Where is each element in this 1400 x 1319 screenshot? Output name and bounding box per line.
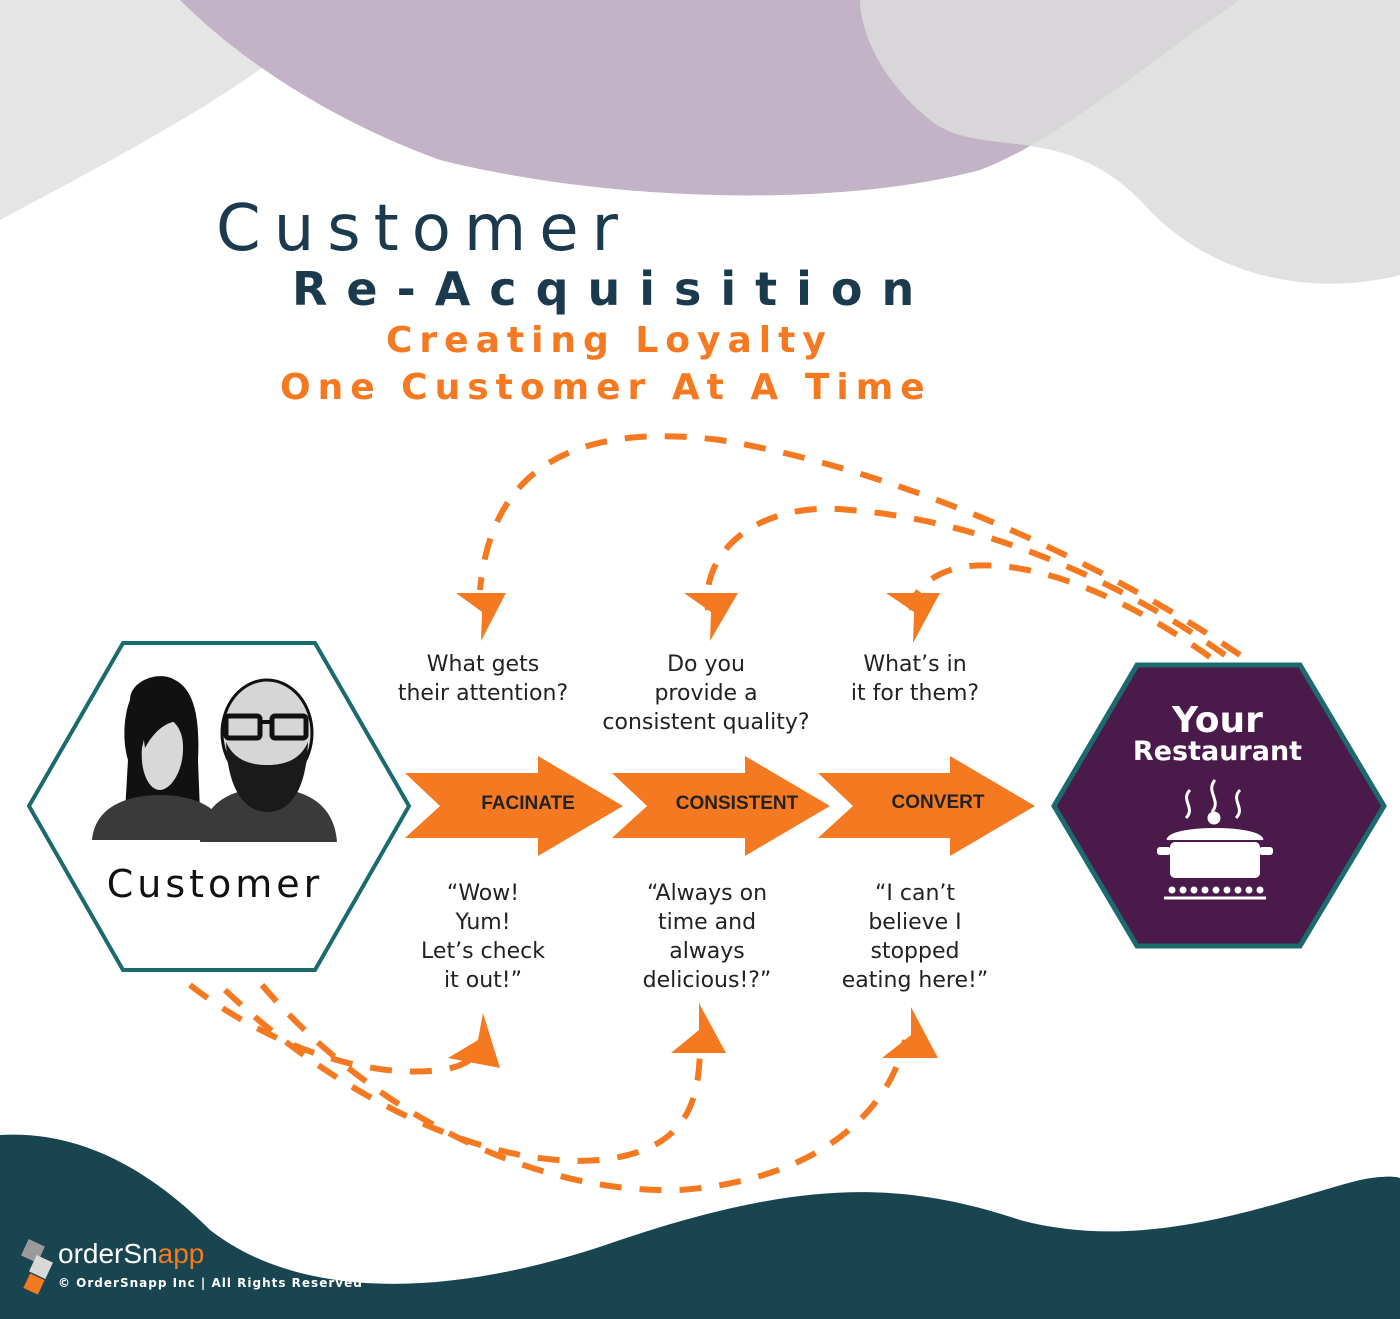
footer-wave (0, 1134, 1400, 1319)
step-label-facinate: FACINATE (481, 793, 575, 814)
return-path-to-facinate (477, 433, 1242, 658)
arrowhead-down-3 (886, 593, 940, 643)
arrowhead-down-1 (456, 593, 506, 641)
couple-avatar-icon (92, 676, 337, 842)
step-arrow-convert (818, 756, 1035, 856)
burner-flames-icon (1168, 886, 1264, 894)
restaurant-label-line-1: Your (1172, 700, 1263, 741)
title-line-1: Customer (216, 192, 631, 266)
step-arrow-facinate (405, 756, 623, 856)
brand-prefix: orderSn (58, 1238, 158, 1269)
path-to-wow (188, 982, 485, 1075)
arrowhead-up-2 (671, 1003, 726, 1053)
ordersnapp-logo (21, 1239, 53, 1295)
restaurant-label-line-2: Restaurant (1132, 736, 1303, 767)
arrowhead-up-3 (882, 1007, 938, 1058)
copyright: © OrderSnapp Inc | All Rights Reserved (58, 1276, 363, 1290)
subtitle-line-2: One Customer At A Time (280, 367, 932, 408)
path-to-always (222, 987, 703, 1164)
path-to-believe (259, 983, 908, 1194)
arrowhead-down-2 (684, 593, 738, 641)
step-label-consistent: CONSISTENT (675, 793, 799, 814)
subtitle-line-1: Creating Loyalty (386, 320, 833, 361)
return-path-to-consistent (704, 505, 1227, 658)
brand-suffix: app (157, 1238, 205, 1269)
customer-label: Customer (106, 862, 324, 906)
title-line-2: Re-Acquisition (292, 262, 934, 316)
step-label-convert: CONVERT (891, 792, 985, 813)
restaurant-hexagon (1051, 662, 1387, 949)
step-arrow-consistent (612, 756, 830, 856)
gray-wave-right (860, 0, 1400, 284)
cooking-pot-icon (1157, 779, 1273, 900)
arrowhead-up-1 (448, 1013, 500, 1068)
brand-name: orderSnapp (58, 1238, 204, 1270)
